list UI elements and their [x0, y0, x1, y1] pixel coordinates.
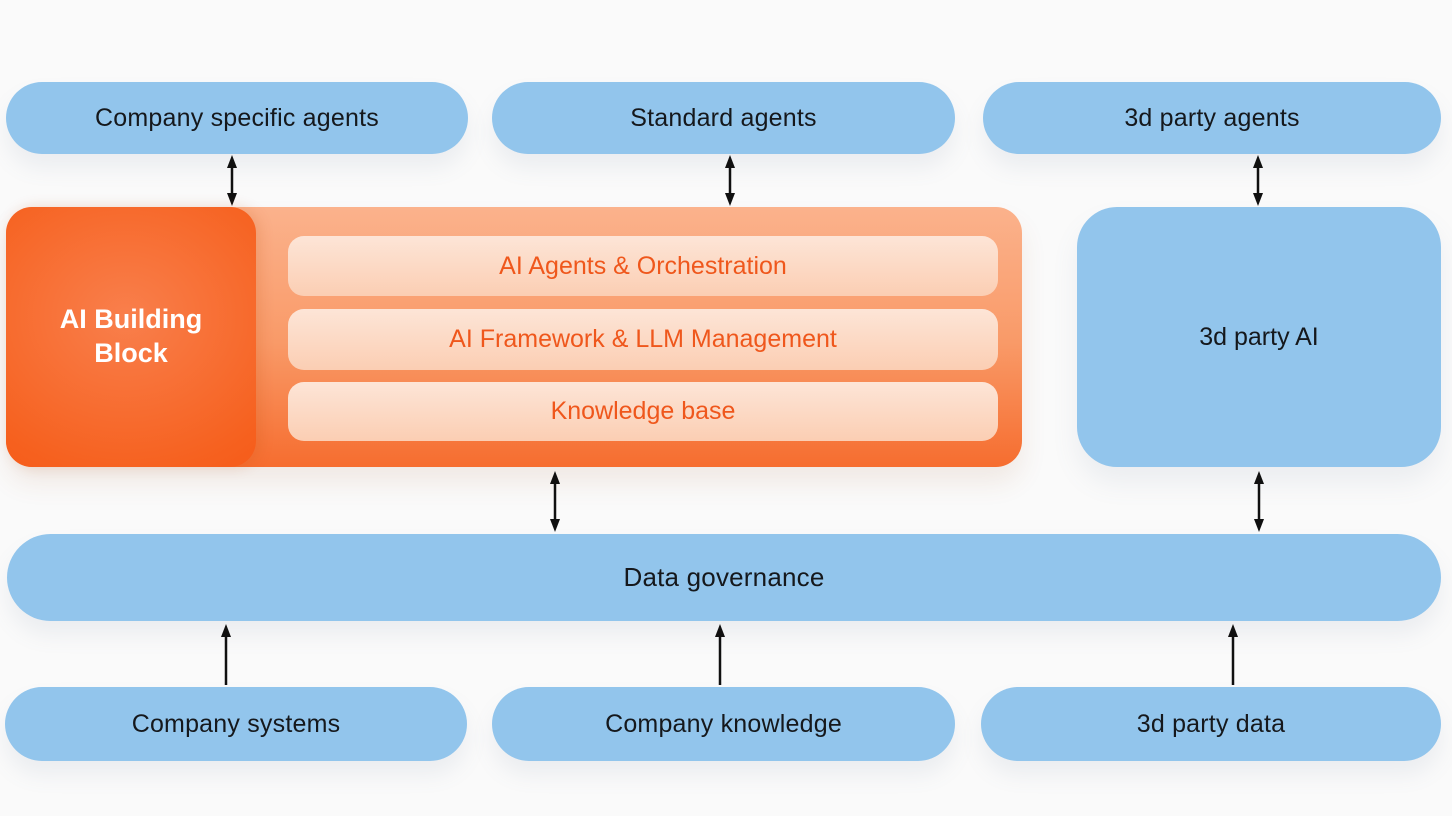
double-arrow-icon	[550, 471, 560, 532]
layer-label: Knowledge base	[550, 397, 736, 425]
node-label: 3d party AI	[1199, 322, 1319, 351]
up-arrow-icon	[715, 624, 725, 685]
double-arrow-icon	[1254, 471, 1264, 532]
node-label: Company systems	[131, 709, 341, 738]
ai-building-block-title: AI Building Block	[59, 304, 203, 368]
node-3d-party-ai: 3d party AI	[1077, 207, 1441, 467]
double-arrow-icon	[1253, 155, 1263, 206]
node-label: Company specific agents	[95, 103, 379, 132]
ai-building-block-card: AI Building Block	[6, 207, 256, 467]
node-label: 3d party data	[1136, 709, 1286, 738]
layer-label: AI Agents & Orchestration	[499, 251, 787, 280]
node-label: 3d party agents	[1124, 103, 1300, 132]
node-label: Company knowledge	[605, 709, 842, 738]
node-company-specific-agents: Company specific agents	[6, 82, 468, 154]
double-arrow-icon	[725, 155, 735, 206]
node-standard-agents: Standard agents	[492, 82, 955, 154]
node-label: Standard agents	[630, 103, 817, 132]
node-label: Data governance	[623, 562, 825, 592]
node-company-knowledge: Company knowledge	[492, 687, 955, 761]
layer-ai-agents-orchestration: AI Agents & Orchestration	[288, 236, 998, 296]
up-arrow-icon	[221, 624, 231, 685]
node-company-systems: Company systems	[5, 687, 467, 761]
double-arrow-icon	[227, 155, 237, 206]
node-data-governance: Data governance	[7, 534, 1441, 621]
layer-knowledge-base: Knowledge base	[288, 382, 998, 441]
layer-label: AI Framework & LLM Management	[449, 325, 837, 353]
up-arrow-icon	[1228, 624, 1238, 685]
layer-ai-framework-llm-management: AI Framework & LLM Management	[288, 309, 998, 370]
node-3d-party-agents: 3d party agents	[983, 82, 1441, 154]
node-3d-party-data: 3d party data	[981, 687, 1441, 761]
